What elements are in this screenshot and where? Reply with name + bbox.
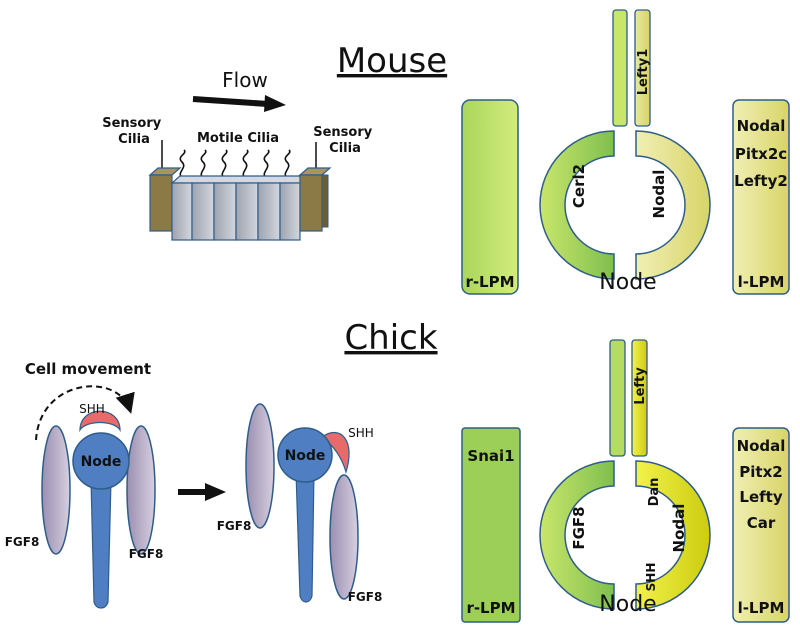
fgf8-cell-right-b [329,474,359,600]
sensory-cilia-left-label: Sensory Cilia [102,116,166,147]
node-pit-cells [148,167,332,241]
fgf8-cell-left-a [41,425,71,555]
cell-movement-arrow [35,385,135,441]
mouse-cerl2-label: Cerl2 [570,164,588,208]
fgf8-label-right-b: FGF8 [348,590,383,604]
mouse-nodal-gene: Nodal [737,117,786,135]
node-cell-left [72,432,130,609]
chick-shh-node-label: SHH [644,563,658,592]
fgf8-cell-right-a [245,403,275,529]
mouse-midline-rod-right [612,9,628,127]
mouse-r-lpm-label: r-LPM [465,273,514,291]
mouse-node-right-half [539,130,615,280]
mouse-pitx2c-gene: Pitx2c [735,145,787,163]
mouse-panel: Mouse Flow Sensory Cilia Motile Cilia Se… [102,9,790,295]
chick-panel: Chick Cell movement SHH Node FGF8 FGF8 S… [5,318,790,623]
motile-cilia [179,149,291,179]
chick-snai1-gene: Snai1 [467,447,514,465]
fgf8-cell-left-b [126,425,156,555]
chick-car-gene: Car [747,514,776,532]
mouse-l-lpm-bar [732,99,790,295]
mouse-lefty1-label: Lefty1 [636,49,651,96]
mouse-midline-rod-left [634,9,651,127]
chick-r-lpm-bar [461,427,521,623]
chick-pitx2-gene: Pitx2 [739,463,782,481]
chick-nodal-gene: Nodal [737,437,786,455]
fgf8-label-left-a: FGF8 [5,535,40,549]
chick-fgf8-node-label: FGF8 [570,506,588,549]
flow-arrow [192,95,286,112]
node-label-right: Node [285,448,326,464]
chick-node-label: Node [599,592,656,617]
chick-l-lpm-bar [732,427,790,623]
chick-nodal-label: Nodal [670,504,688,553]
mouse-r-lpm-bar [461,99,519,295]
chick-title: Chick [344,318,437,358]
mouse-node-left-half [635,130,711,280]
transition-arrow [178,483,226,501]
mouse-l-lpm-label: l-LPM [738,273,785,291]
chick-node-right-half [539,460,615,610]
mouse-title: Mouse [337,41,447,81]
node-label-left: Node [81,454,122,470]
chick-r-lpm-label: r-LPM [466,599,515,617]
motile-cilia-label: Motile Cilia [197,131,279,146]
chick-lefty-gene: Lefty [739,488,782,506]
chick-lefty-label: Lefty [633,367,648,405]
chick-l-lpm-label: l-LPM [738,599,785,617]
fgf8-label-right-a: FGF8 [217,519,252,533]
cell-movement-label: Cell movement [25,360,151,378]
shh-crescent-left [79,410,121,433]
sensory-cilia-right-label: Sensory Cilia [313,125,377,156]
chick-midline-rod-right [609,339,626,457]
mouse-lefty2-gene: Lefty2 [734,172,788,190]
chick-node-left-half [635,460,711,610]
flow-label: Flow [222,68,268,92]
fgf8-label-left-b: FGF8 [129,547,164,561]
shh-label-left: SHH [79,402,105,416]
chick-dan-label: Dan [647,478,662,507]
node-cell-right [277,427,333,603]
mouse-nodal-label: Nodal [650,170,668,219]
chick-midline-rod-left [631,339,648,457]
mouse-node-label: Node [599,270,656,295]
shh-label-right: SHH [348,426,374,440]
